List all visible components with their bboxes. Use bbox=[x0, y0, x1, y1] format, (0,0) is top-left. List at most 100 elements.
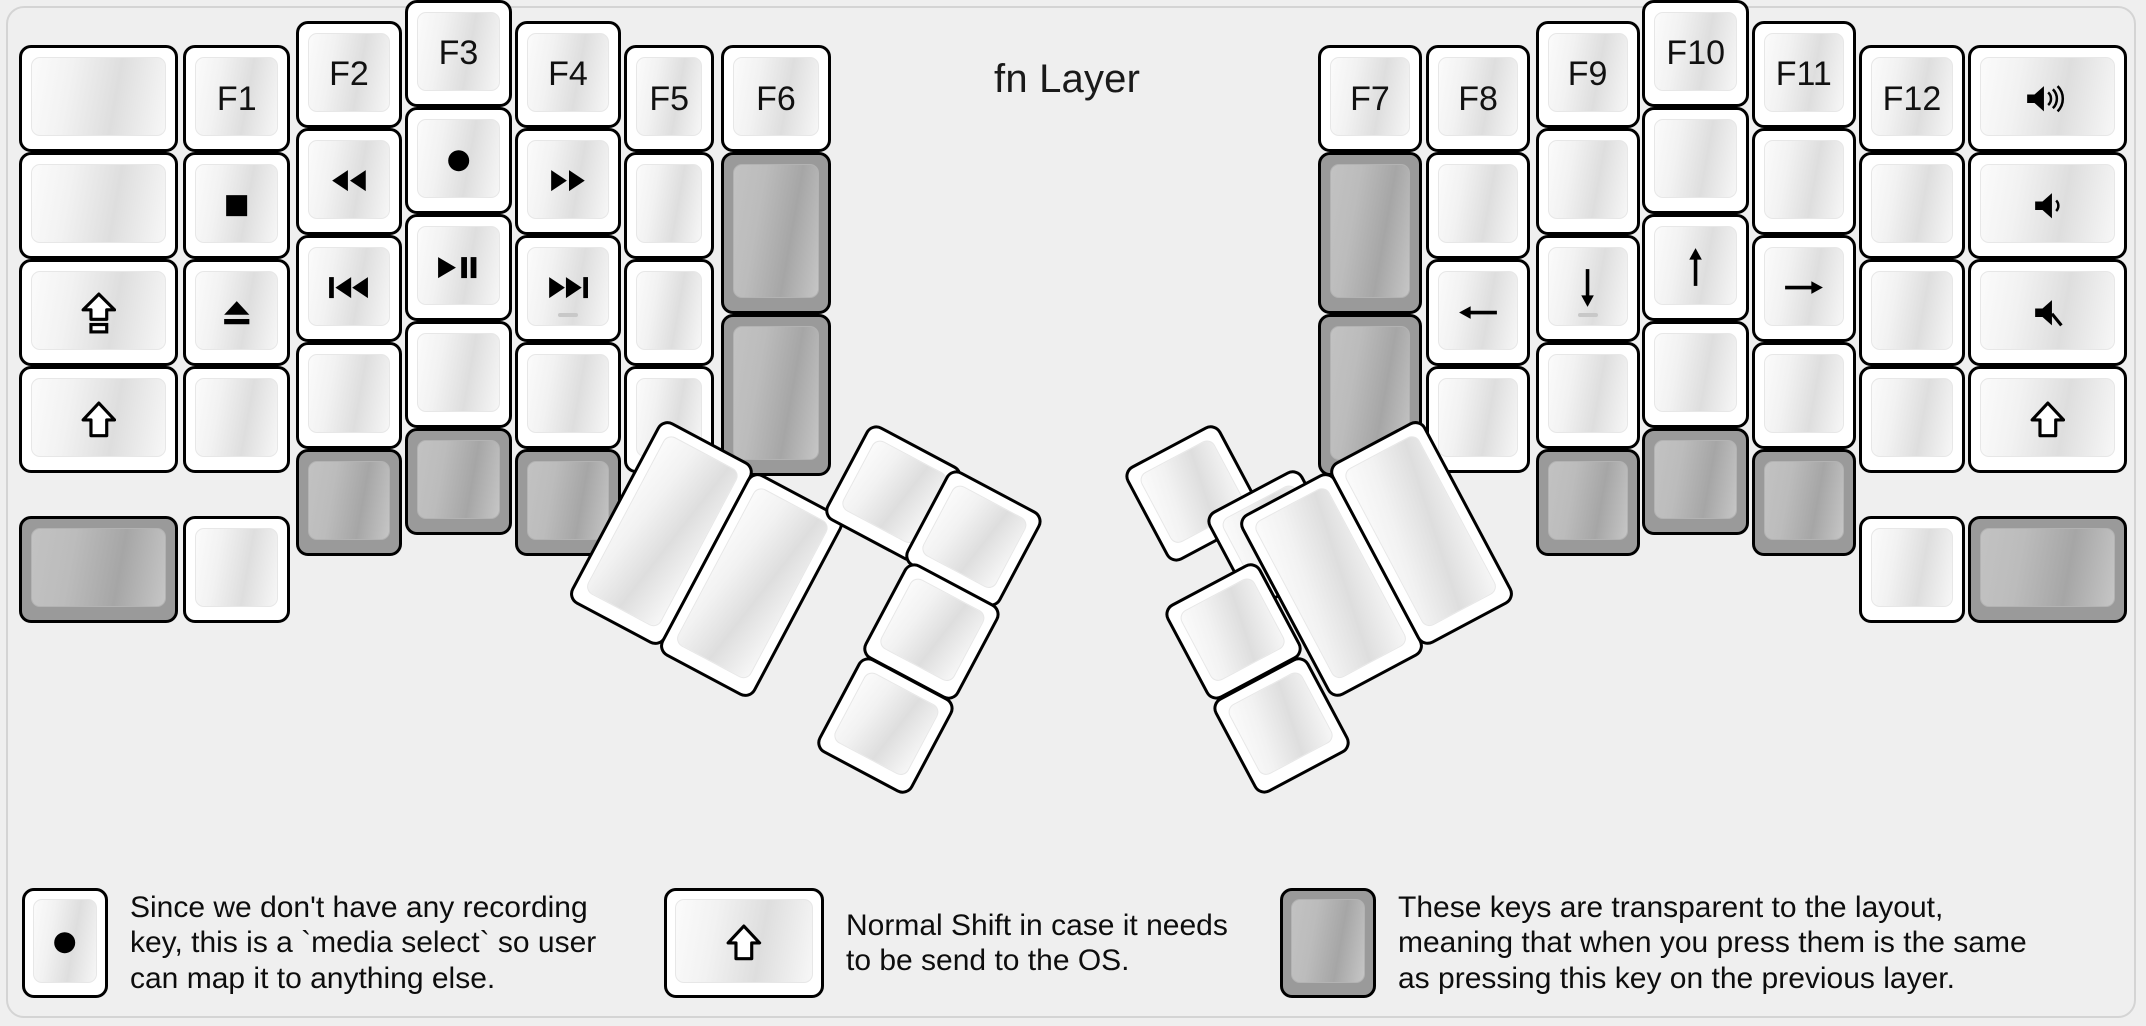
right-col-5-f11-key-5[interactable] bbox=[1751, 448, 1856, 556]
left-col-2-f1-key-1[interactable]: F1 bbox=[183, 45, 291, 153]
legend-text-2: Normal Shift in case it needs to be send… bbox=[846, 908, 1228, 977]
key-cap bbox=[733, 164, 819, 299]
right-col-5-f11-key-2[interactable] bbox=[1751, 127, 1856, 235]
key-cap bbox=[1438, 57, 1519, 137]
left-col-2-f1-key-5[interactable] bbox=[183, 515, 291, 623]
key-cap bbox=[1547, 460, 1628, 540]
left-col-5-f4-key-4[interactable] bbox=[514, 341, 622, 449]
left-col-2-f1-key-3[interactable] bbox=[183, 259, 291, 367]
key-cap bbox=[1438, 378, 1519, 458]
right-col-2-f8-key-1[interactable]: F8 bbox=[1426, 45, 1531, 153]
right-col-4-f10-key-3[interactable] bbox=[1642, 213, 1750, 321]
left-col-5-f4-key-3[interactable] bbox=[514, 234, 622, 342]
key-cap bbox=[636, 57, 703, 137]
right-col-1-f7-key-2[interactable] bbox=[1317, 152, 1422, 315]
left-col-5-f4-key-2[interactable] bbox=[514, 127, 622, 235]
key-cap bbox=[1547, 32, 1628, 112]
right-col-7-outer-key-3[interactable] bbox=[1968, 259, 2127, 367]
key-cap bbox=[417, 12, 500, 91]
left-col-2-f1-key-2[interactable] bbox=[183, 152, 291, 260]
key-cap bbox=[526, 139, 610, 219]
right-col-6-f12-key-5[interactable] bbox=[1858, 515, 1966, 623]
left-col-6-f5-key-3[interactable] bbox=[624, 259, 715, 367]
key-cap bbox=[1225, 669, 1336, 778]
right-col-6-f12-key-2[interactable] bbox=[1858, 152, 1966, 260]
left-col-3-f2-key-1[interactable]: F2 bbox=[295, 20, 403, 128]
key-cap bbox=[1870, 57, 1954, 137]
left-col-3-f2-key-4[interactable] bbox=[295, 341, 403, 449]
key-cap bbox=[1763, 246, 1844, 326]
key-cap bbox=[1870, 271, 1954, 351]
legend-text-3: These keys are transparent to the layout… bbox=[1398, 890, 2027, 995]
right-col-2-f8-key-3[interactable] bbox=[1426, 259, 1531, 367]
right-col-2-f8-key-4[interactable] bbox=[1426, 366, 1531, 474]
right-col-3-f9-key-2[interactable] bbox=[1535, 127, 1640, 235]
right-col-5-f11-key-3[interactable] bbox=[1751, 234, 1856, 342]
left-col-4-f3-key-2[interactable] bbox=[405, 106, 512, 214]
key-cap bbox=[831, 669, 942, 778]
legend-key-3 bbox=[1280, 888, 1376, 998]
key-cap bbox=[1547, 139, 1628, 219]
key-cap bbox=[1438, 164, 1519, 244]
left-col-5-f4-key-5[interactable] bbox=[514, 448, 622, 556]
left-col-3-f2-key-5[interactable] bbox=[295, 448, 403, 556]
left-col-4-f3-key-1[interactable]: F3 bbox=[405, 0, 512, 107]
key-cap bbox=[1654, 225, 1738, 305]
key-cap bbox=[417, 332, 500, 412]
key-cap bbox=[195, 57, 279, 137]
left-col-1-outer-key-5[interactable] bbox=[19, 515, 178, 623]
right-col-5-f11-key-1[interactable]: F11 bbox=[1751, 20, 1856, 128]
right-col-7-outer-key-4[interactable] bbox=[1968, 366, 2127, 474]
key-cap bbox=[31, 378, 166, 458]
left-col-4-f3-key-4[interactable] bbox=[405, 320, 512, 428]
key-cap bbox=[877, 575, 988, 684]
right-col-7-outer-key-5[interactable] bbox=[1968, 515, 2127, 623]
left-col-6-f5-key-2[interactable] bbox=[624, 152, 715, 260]
key-cap bbox=[733, 57, 819, 137]
right-col-4-f10-key-1[interactable]: F10 bbox=[1642, 0, 1750, 107]
key-cap bbox=[1438, 271, 1519, 351]
key-cap bbox=[307, 460, 391, 540]
left-col-6-f5-key-1[interactable]: F5 bbox=[624, 45, 715, 153]
right-col-3-f9-key-1[interactable]: F9 bbox=[1535, 20, 1640, 128]
right-col-4-f10-key-5[interactable] bbox=[1642, 427, 1750, 535]
left-col-1-outer-key-4[interactable] bbox=[19, 366, 178, 474]
right-col-6-f12-key-4[interactable] bbox=[1858, 366, 1966, 474]
right-col-3-f9-key-5[interactable] bbox=[1535, 448, 1640, 556]
left-col-1-outer-key-2[interactable] bbox=[19, 152, 178, 260]
right-col-7-outer-key-1[interactable] bbox=[1968, 45, 2127, 153]
left-col-7-f6-key-2[interactable] bbox=[721, 152, 831, 315]
right-col-4-f10-key-2[interactable] bbox=[1642, 106, 1750, 214]
key-cap bbox=[31, 527, 166, 607]
media-record-icon bbox=[50, 928, 79, 957]
right-col-2-f8-key-2[interactable] bbox=[1426, 152, 1531, 260]
left-col-7-f6-key-3[interactable] bbox=[721, 314, 831, 476]
key-cap bbox=[1291, 899, 1365, 983]
left-col-3-f2-key-2[interactable] bbox=[295, 127, 403, 235]
left-col-7-f6-key-1[interactable]: F6 bbox=[721, 45, 831, 153]
right-col-1-f7-key-1[interactable]: F7 bbox=[1317, 45, 1422, 153]
left-col-4-f3-key-5[interactable] bbox=[405, 427, 512, 535]
right-col-3-f9-key-4[interactable] bbox=[1535, 341, 1640, 449]
key-cap bbox=[526, 460, 610, 540]
right-col-3-f9-key-3[interactable] bbox=[1535, 234, 1640, 342]
left-col-5-f4-key-1[interactable]: F4 bbox=[514, 20, 622, 128]
legend-key-2 bbox=[664, 888, 824, 998]
key-cap bbox=[1980, 164, 2115, 244]
key-cap bbox=[417, 225, 500, 305]
key-cap bbox=[307, 353, 391, 433]
left-col-2-f1-key-4[interactable] bbox=[183, 366, 291, 474]
key-cap bbox=[1870, 164, 1954, 244]
left-col-1-outer-key-3[interactable] bbox=[19, 259, 178, 367]
right-col-5-f11-key-4[interactable] bbox=[1751, 341, 1856, 449]
left-col-4-f3-key-3[interactable] bbox=[405, 213, 512, 321]
right-col-6-f12-key-1[interactable]: F12 bbox=[1858, 45, 1966, 153]
left-col-3-f2-key-3[interactable] bbox=[295, 234, 403, 342]
left-col-1-outer-key-1[interactable] bbox=[19, 45, 178, 153]
right-col-6-f12-key-3[interactable] bbox=[1858, 259, 1966, 367]
right-col-4-f10-key-4[interactable] bbox=[1642, 320, 1750, 428]
key-cap bbox=[307, 139, 391, 219]
key-cap bbox=[1654, 12, 1738, 91]
key-cap bbox=[1329, 164, 1410, 299]
right-col-7-outer-key-2[interactable] bbox=[1968, 152, 2127, 260]
